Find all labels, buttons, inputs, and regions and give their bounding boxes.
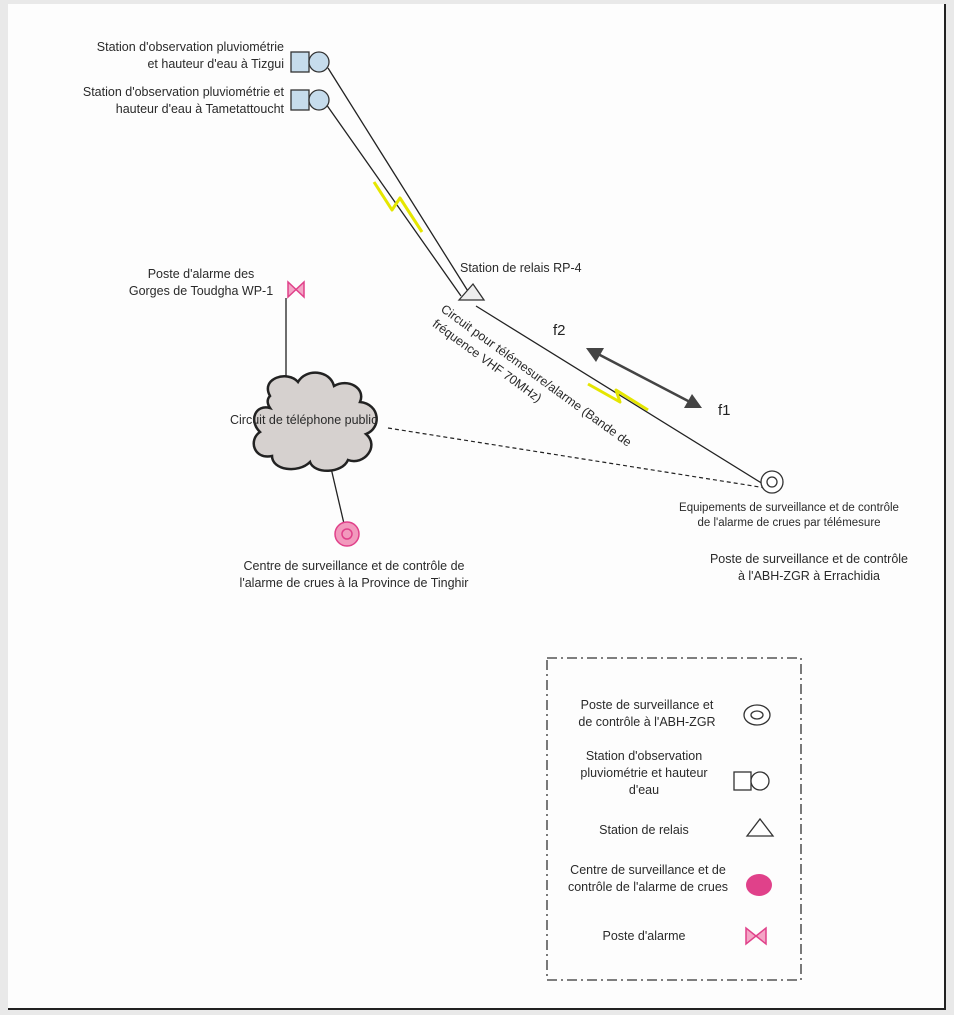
link-relay-abh [475,305,764,485]
alarm-post-line1: Poste d'alarme des [147,267,255,281]
legend-bowtie-icon-right [754,926,767,946]
link-tizgui-relay [327,67,472,297]
link-phone-abh [387,427,767,489]
alarm-post-bowtie-icon-right [294,280,305,299]
equipment-label: Equipements de surveillance et de contrô… [658,501,920,531]
tametattoucht-circle-icon [308,89,330,111]
network-diagram [252,51,802,981]
tizgui-station-label: Station d'observation pluviométrie et ha… [34,39,284,73]
legend-triangle-icon [745,817,775,837]
legend-double-circle-icon [743,704,771,726]
abh-post-line1: Poste de surveillance et de contrôle [709,552,909,566]
legend-text: Station de relais [599,823,689,837]
legend-text: Station d'observation [585,749,703,763]
legend-text: contrôle de l'alarme de crues [567,880,729,894]
tizgui-label-line1: Station d'observation pluviométrie [96,40,284,54]
legend-item-monitoring-post: Poste de surveillance et de contrôle à l… [556,697,738,731]
relay-triangle-icon [457,282,486,301]
alarm-post-line2: Gorges de Toudgha WP-1 [128,284,274,298]
tizgui-label-line2: et hauteur d'eau à Tizgui [147,57,284,71]
legend-item-alarm-post: Poste d'alarme [556,928,732,945]
legend-text: d'eau [628,783,660,797]
equipment-line1: Equipements de surveillance et de contrô… [679,502,899,514]
abh-post-line2: à l'ABH-ZGR à Errachidia [737,569,880,583]
legend-text: Poste d'alarme [602,929,686,943]
relay-station-label: Station de relais RP-4 [460,261,582,275]
alarm-post-label: Poste d'alarme des Gorges de Toudgha WP-… [96,266,306,300]
legend-text: Centre de surveillance et de [570,863,726,877]
tizgui-circle-icon [308,51,330,73]
arrowhead-f2-icon [586,348,604,362]
abh-post-label: Poste de surveillance et de contrôle à l… [678,551,940,585]
legend-item-relay-station: Station de relais [556,822,732,839]
link-cloud-tinghir [330,467,346,529]
legend-item-monitoring-center: Centre de surveillance et de contrôle de… [556,862,740,896]
legend-pink-dot-icon [746,874,772,896]
tametattoucht-label-line2: hauteur d'eau à Tametattoucht [115,102,284,116]
legend-text: pluviométrie et hauteur [580,766,708,780]
frequency-f1-label: f1 [718,402,731,419]
legend-square-icon [733,771,752,791]
legend-text: Poste de surveillance et [580,698,714,712]
legend-item-observation-station: Station d'observation pluviométrie et ha… [556,748,732,799]
tinghir-center-icon [334,521,360,547]
tinghir-center-label: Centre de surveillance et de contrôle de… [216,558,492,592]
frequency-f2-label: f2 [553,322,566,339]
tametattoucht-station-label: Station d'observation pluviométrie et ha… [18,84,284,118]
tametattoucht-label-line1: Station d'observation pluviométrie et [82,85,284,99]
diagram-page: Station d'observation pluviométrie et ha… [8,4,946,1010]
cloud-icon [252,371,378,472]
tinghir-center-inner-icon [341,528,353,540]
tinghir-center-line1: Centre de surveillance et de contrôle de [243,559,465,573]
tametattoucht-square-icon [290,89,310,111]
legend-box [546,657,802,981]
tizgui-square-icon [290,51,310,73]
legend-circle-icon [750,771,770,791]
alarm-post-bowtie-icon [287,280,298,299]
radio-lightning-lower-icon [587,382,649,412]
tinghir-center-line2: l'alarme de crues à la Province de Tingh… [239,576,469,590]
radio-lightning-upper-icon [372,181,424,233]
arrowhead-f1-icon [684,394,702,408]
abh-double-circle-inner-icon [766,476,778,488]
equipment-line2: de l'alarme de crues par télémesure [697,517,881,529]
legend-text: de contrôle à l'ABH-ZGR [578,715,716,729]
legend-double-circle-inner-icon [750,710,764,720]
abh-double-circle-icon [760,470,784,494]
legend-bowtie-icon [745,926,758,946]
link-tametattoucht-relay [325,103,462,297]
frequency-double-arrow [597,352,691,404]
phone-circuit-label: Circuit de téléphone public [230,413,378,427]
